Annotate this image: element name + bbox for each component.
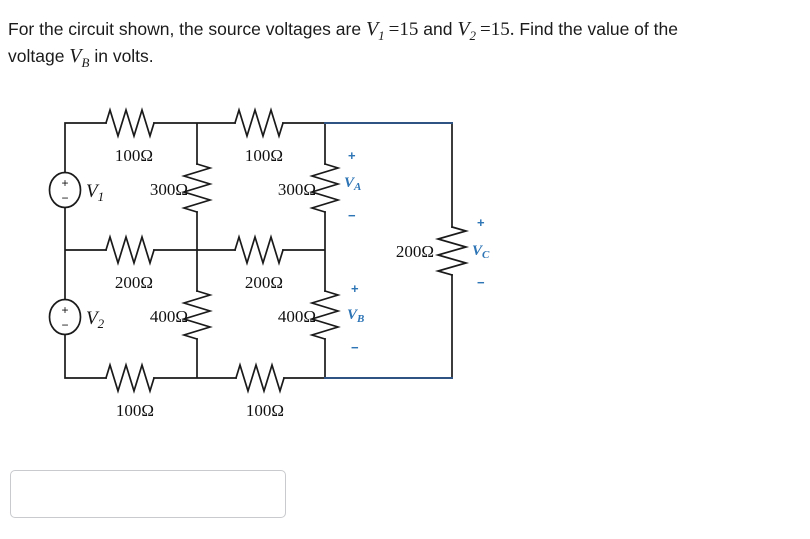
- question-line-1: For the circuit shown, the source voltag…: [8, 16, 806, 43]
- resistor-mid-left: [104, 234, 156, 266]
- math-v1: V1: [365, 18, 385, 43]
- resistor-col1-upper: [181, 162, 213, 214]
- resistor-top-right: [233, 107, 285, 139]
- node-voltage-labels: + VA − + VB − + VC −: [344, 148, 490, 355]
- v2-minus-sign: −: [61, 318, 68, 332]
- math-v1-value: =15: [388, 19, 419, 40]
- voltage-source-v2: [48, 298, 82, 336]
- vb-plus-sign: +: [351, 281, 359, 296]
- va-minus-sign: −: [348, 208, 356, 223]
- resistor-mid-right: [233, 234, 285, 266]
- resistor-col1-lower: [181, 289, 213, 341]
- voltage-source-v1: [48, 171, 82, 209]
- resistor-value-label: 300Ω: [150, 180, 188, 199]
- math-v2-value: =15.: [480, 19, 515, 40]
- math-v2: V2: [457, 18, 477, 43]
- highlighted-wires: [324, 122, 453, 379]
- question-segment: in volts.: [89, 46, 154, 66]
- resistor-value-label: 100Ω: [245, 146, 283, 165]
- v2-source-label: V2: [86, 308, 105, 331]
- resistor-value-label: 100Ω: [115, 146, 153, 165]
- vb-label: VB: [347, 307, 364, 325]
- circuit-diagram: + − V1 + − V2 100Ω 100Ω 300Ω 300Ω 200Ω 2…: [48, 107, 490, 420]
- vc-label: VC: [472, 243, 490, 261]
- question-segment: Find the value of the: [514, 19, 678, 39]
- answer-input[interactable]: [10, 470, 286, 518]
- math-vb: VB: [69, 45, 90, 70]
- resistor-value-label: 100Ω: [116, 401, 154, 420]
- resistor-bottom-right: [234, 362, 286, 394]
- vc-minus-sign: −: [477, 275, 485, 290]
- resistor-value-label: 200Ω: [245, 273, 283, 292]
- question-segment: voltage: [8, 46, 70, 66]
- va-plus-sign: +: [348, 148, 356, 163]
- resistor-value-label: 200Ω: [396, 242, 434, 261]
- resistor-value-label: 400Ω: [278, 307, 316, 326]
- resistor-value-label: 300Ω: [278, 180, 316, 199]
- question-segment: and: [418, 19, 458, 39]
- resistor-value-label: 100Ω: [246, 401, 284, 420]
- vb-minus-sign: −: [351, 340, 359, 355]
- resistor-value-label: 200Ω: [115, 273, 153, 292]
- v1-minus-sign: −: [61, 191, 68, 205]
- question-line-2: voltage VB in volts.: [8, 43, 806, 70]
- v1-source-label: V1: [86, 181, 104, 204]
- v2-plus-sign: +: [61, 303, 68, 317]
- circuit-wires: [64, 122, 453, 379]
- resistor-col2-upper: [309, 162, 341, 214]
- resistor-right-branch: [434, 225, 470, 277]
- resistor-bottom-left: [104, 362, 156, 394]
- vc-plus-sign: +: [477, 215, 485, 230]
- va-label: VA: [344, 175, 361, 193]
- resistor-col2-lower: [309, 289, 341, 341]
- resistor-value-label: 400Ω: [150, 307, 188, 326]
- question-text: For the circuit shown, the source voltag…: [8, 16, 806, 70]
- resistor-top-left: [104, 107, 156, 139]
- question-segment: For the circuit shown, the source voltag…: [8, 19, 366, 39]
- v1-plus-sign: +: [61, 176, 68, 190]
